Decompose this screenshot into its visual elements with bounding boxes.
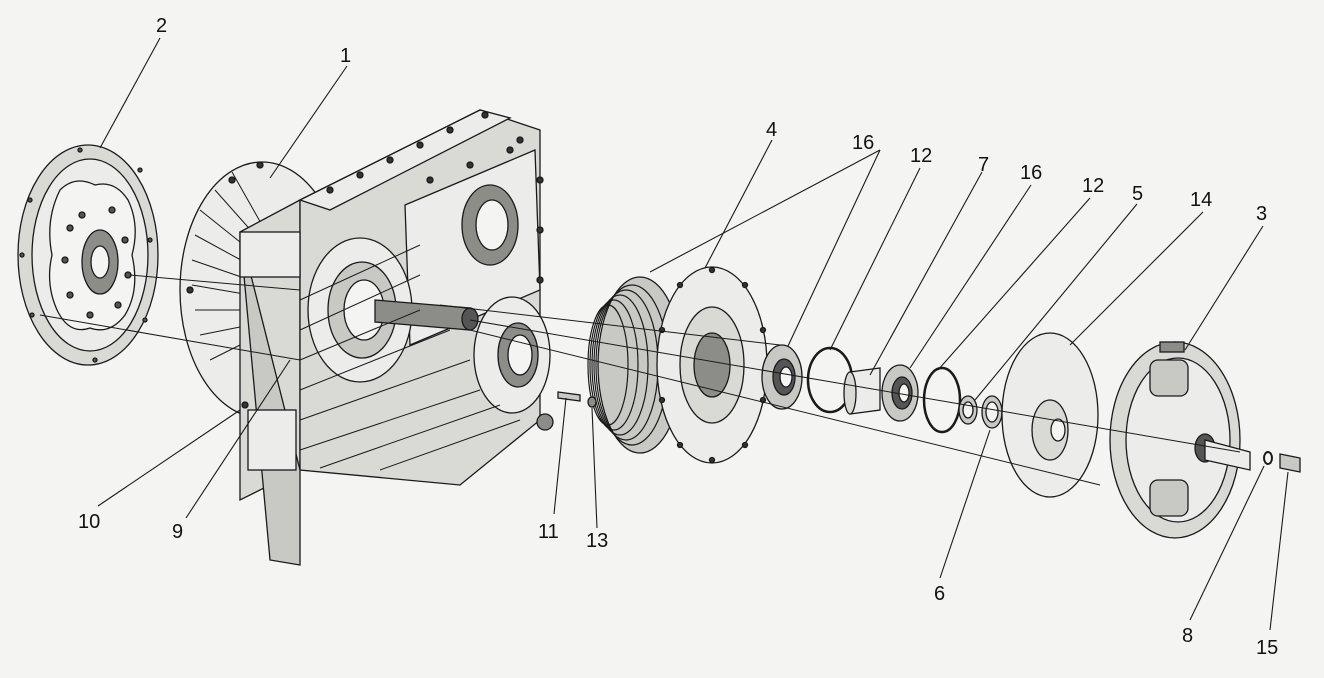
- callout-10: 10: [78, 511, 101, 533]
- axis-lines: [39, 274, 1241, 486]
- part-1-gearbox-housing: [179, 109, 554, 566]
- part-15-fitting: [1279, 453, 1301, 473]
- part-5-seal: [958, 395, 978, 425]
- part-4-pulley: [587, 266, 768, 464]
- callout-8: 8: [1182, 625, 1194, 647]
- part-16-bearing-a: [761, 344, 803, 410]
- part-16-bearing-b: [881, 364, 919, 422]
- part-2-flywheel: [17, 144, 159, 366]
- callout-6: 6: [934, 583, 946, 605]
- callout-7: 7: [978, 154, 990, 176]
- part-11-bolt: [557, 391, 581, 402]
- callout-5: 5: [1132, 183, 1144, 205]
- callout-12-a: 12: [910, 145, 933, 167]
- part-14-disc: [1001, 332, 1099, 498]
- callout-4: 4: [766, 119, 778, 141]
- callout-11: 11: [538, 521, 559, 543]
- part-7-bushing: [843, 367, 881, 415]
- callout-16-b: 16: [1020, 162, 1043, 184]
- part-8-o-ring: [1263, 451, 1273, 465]
- callout-9: 9: [172, 521, 184, 543]
- callout-2: 2: [156, 15, 168, 37]
- part-3-fan-hub: [1109, 341, 1251, 539]
- callout-13: 13: [586, 530, 609, 552]
- part-6-washer: [981, 395, 1003, 429]
- callout-3: 3: [1256, 203, 1268, 225]
- callout-14: 14: [1190, 189, 1213, 211]
- callout-1: 1: [340, 45, 352, 67]
- callout-12-b: 12: [1082, 175, 1105, 197]
- leader-lines: [97, 37, 1289, 631]
- part-12-retaining-ring-b: [922, 366, 962, 434]
- callout-16-a: 16: [852, 132, 875, 154]
- callout-15: 15: [1256, 637, 1279, 659]
- part-13-nut: [587, 396, 597, 408]
